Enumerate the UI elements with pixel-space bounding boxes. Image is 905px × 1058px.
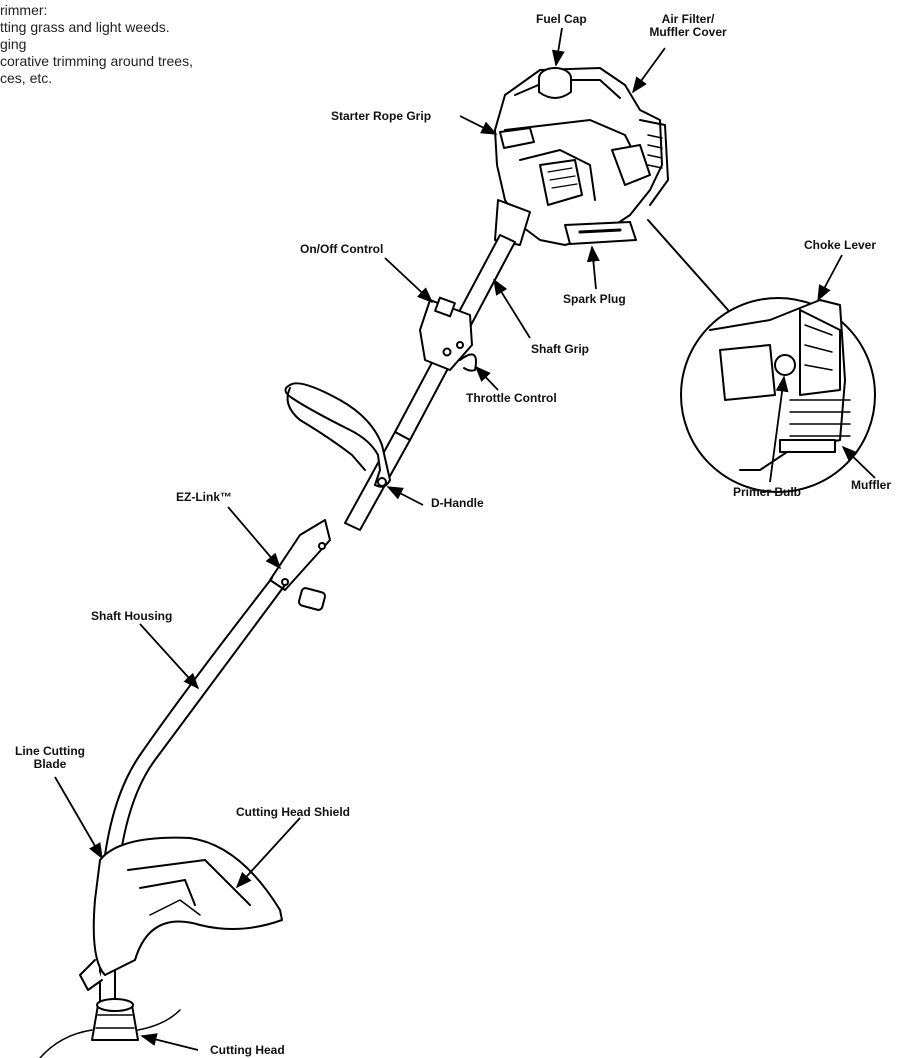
spark-plug-shape bbox=[565, 222, 636, 244]
label-primer-bulb: Primer Bulb bbox=[733, 486, 801, 499]
label-cutting-head-shield: Cutting Head Shield bbox=[236, 806, 350, 819]
label-spark-plug: Spark Plug bbox=[563, 293, 626, 306]
arrow-fuel-cap bbox=[556, 28, 562, 65]
label-cutting-head: Cutting Head bbox=[210, 1044, 285, 1057]
arrow-air-filter bbox=[633, 48, 665, 92]
intro-line: rimmer: bbox=[0, 2, 270, 19]
label-air-filter-muffler-cover: Air Filter/ Muffler Cover bbox=[640, 13, 736, 39]
arrow-starter-rope-grip bbox=[460, 116, 496, 134]
arrow-choke-lever bbox=[818, 255, 842, 300]
arrow-cutting-head-shield bbox=[237, 818, 300, 887]
arrow-d-handle bbox=[388, 487, 423, 505]
arrow-spark-plug bbox=[592, 247, 596, 289]
label-on-off-control: On/Off Control bbox=[300, 243, 383, 256]
arrow-line-cutting-blade bbox=[55, 777, 102, 858]
label-fuel-cap: Fuel Cap bbox=[536, 13, 587, 26]
intro-line: tting grass and light weeds. bbox=[0, 19, 270, 36]
arrow-throttle-control bbox=[476, 367, 498, 390]
arrow-on-off-control bbox=[385, 258, 432, 302]
label-shaft-grip: Shaft Grip bbox=[531, 343, 589, 356]
intro-text: rimmer: tting grass and light weeds. gin… bbox=[0, 2, 270, 87]
intro-line: corative trimming around trees, bbox=[0, 53, 270, 70]
label-d-handle: D-Handle bbox=[431, 497, 484, 510]
ez-link-coupler bbox=[270, 520, 330, 590]
label-ez-link: EZ-Link™ bbox=[176, 491, 232, 504]
label-choke-lever: Choke Lever bbox=[804, 239, 876, 252]
arrow-shaft-grip bbox=[494, 280, 530, 338]
label-line-cutting-blade: Line Cutting Blade bbox=[8, 745, 92, 771]
label-muffler: Muffler bbox=[851, 479, 891, 492]
arrow-cutting-head bbox=[142, 1036, 198, 1050]
label-throttle-control: Throttle Control bbox=[466, 392, 557, 405]
arrow-shaft-housing bbox=[140, 624, 198, 688]
label-shaft-housing: Shaft Housing bbox=[91, 610, 172, 623]
intro-line: ging bbox=[0, 36, 270, 53]
intro-line: ces, etc. bbox=[0, 70, 270, 87]
arrow-ez-link bbox=[228, 507, 280, 568]
label-starter-rope-grip: Starter Rope Grip bbox=[331, 110, 431, 123]
